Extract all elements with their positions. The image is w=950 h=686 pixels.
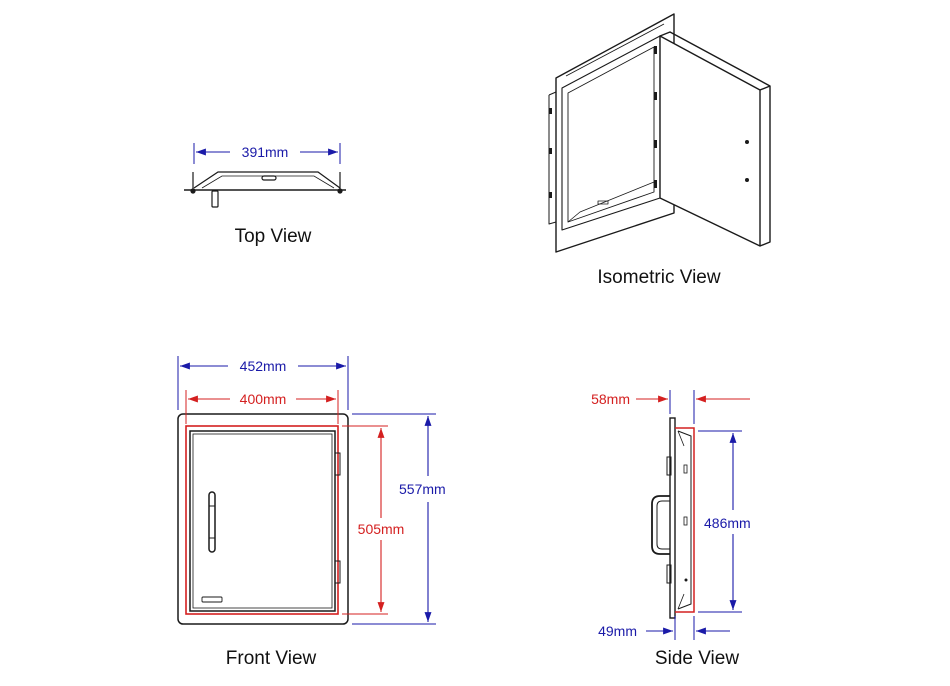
front-outer-height-label: 557mm [399,481,446,497]
side-height-dimension: 486mm [698,430,751,613]
front-inner-width-dimension: 400mm [185,390,339,424]
isometric-view-drawing [548,13,771,253]
front-outer-height-dimension: 557mm [352,413,446,625]
front-inner-height-label: 505mm [358,521,405,537]
side-height-label: 486mm [704,515,751,531]
top-view-drawing [184,171,346,208]
front-outer-width-dimension: 452mm [177,356,349,410]
top-width-dimension: 391mm [193,143,341,164]
side-depth-label: 58mm [591,391,630,407]
front-outer-width-label: 452mm [240,358,287,374]
side-view-title: Side View [654,648,740,669]
top-width-label: 391mm [242,144,289,160]
front-inner-height-dimension: 505mm [342,425,405,615]
side-bottom-depth-dimension: 49mm [598,616,730,640]
side-view-drawing [651,417,695,619]
side-depth-dimension: 58mm [591,390,750,424]
front-inner-width-label: 400mm [240,391,287,407]
front-view-title: Front View [225,648,317,669]
side-bottom-depth-label: 49mm [598,623,637,639]
front-view-drawing [177,413,349,625]
top-view-title: Top View [234,226,312,247]
isometric-view-title: Isometric View [597,267,721,288]
